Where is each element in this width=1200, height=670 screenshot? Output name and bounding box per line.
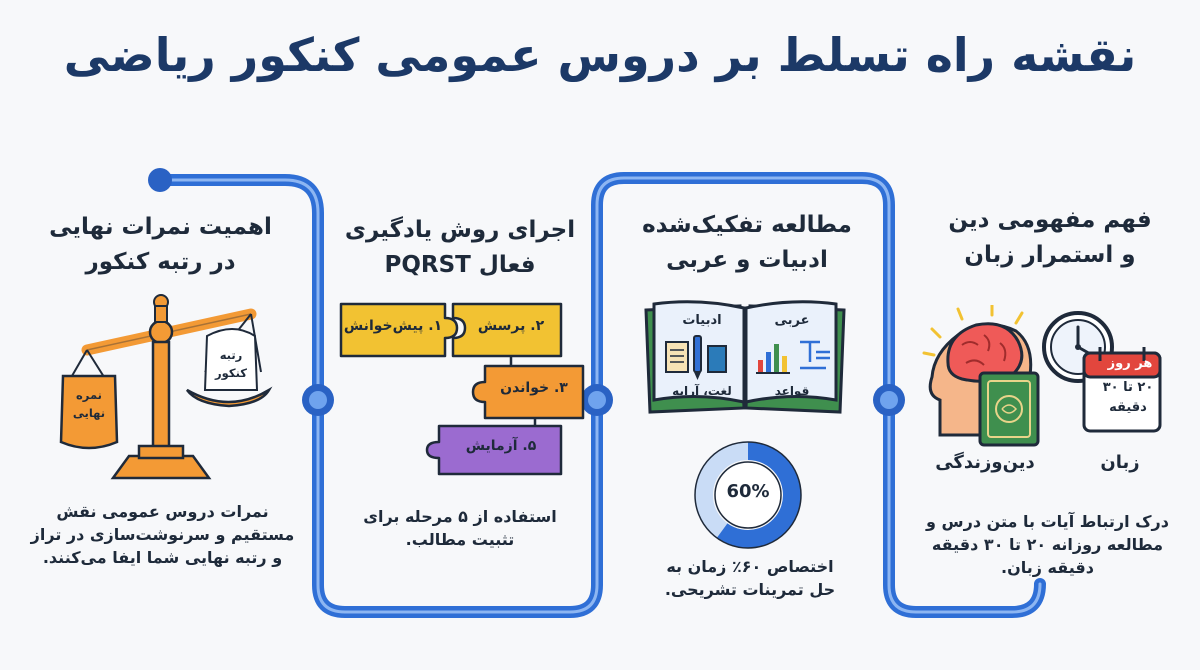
balance-scale-icon [59, 294, 273, 480]
puzzle-label-test: ۵. آزمایش [465, 438, 537, 454]
pqrst-puzzle [339, 302, 585, 476]
path-node-dot [581, 384, 613, 416]
scale-left-line2: نهایی [72, 406, 106, 420]
scroll-icon [665, 341, 689, 373]
book-right-bottom: قواعد [774, 384, 810, 398]
puzzle-piece-reading [471, 364, 585, 420]
path-start-dot [148, 168, 172, 192]
bar-chart-icon [756, 344, 790, 374]
book-left-title: ادبیات [682, 313, 722, 328]
book-right-title: عربی [774, 313, 810, 328]
puzzle-piece-question [451, 302, 563, 374]
scale-left-line1: نمره [76, 388, 102, 402]
path-node-dot [873, 384, 905, 416]
step4-description: نمرات دروس عمومی نقش مستقیم و سرنوشت‌ساز… [30, 502, 295, 567]
calendar-icon [1082, 347, 1162, 433]
puzzle-piece-test [425, 418, 563, 476]
step4-title: اهمیت نمرات نهایی در رتبه کنکور [49, 214, 272, 275]
step3-description: استفاده از ۵ مرحله برای تثبیت مطالب. [363, 507, 557, 549]
step1-description: درک ارتباط آیات با متن درس و مطالعه روزا… [926, 512, 1169, 577]
step1-illustration [922, 305, 1162, 447]
step2-title: مطالعه تفکیک‌شده ادبیات و عربی [642, 212, 852, 273]
calendar-line2: دقیقه [1109, 400, 1147, 415]
label-deen: دین‌وزندگی [935, 452, 1035, 473]
puzzle-label-question: ۲. پرسش [477, 318, 545, 334]
donut-label: 60% [726, 481, 770, 502]
donut-arc [716, 442, 801, 548]
label-zaban: زبان [1100, 452, 1140, 473]
step2-description: اختصاص ۶۰٪ زمان به حل تمرینات تشریحی. [664, 557, 836, 599]
open-book-icon [644, 300, 846, 414]
donut-chart [694, 441, 802, 549]
scale-right-line1: رتبه [219, 348, 243, 362]
calendar-line1: ۲۰ تا ۳۰ [1102, 380, 1154, 395]
puzzle-label-reading: ۳. خواندن [500, 380, 568, 396]
quran-book-icon [978, 371, 1040, 447]
scale-right-line2: کنکور [215, 366, 247, 380]
calendar-top-label: هر روز [1107, 356, 1153, 371]
puzzle-label-preview: ۱. پیش‌خوانش [343, 318, 443, 334]
page-title: نقشه راه تسلط بر دروس عمومی کنکور ریاضی [63, 28, 1137, 82]
pen-icon [693, 335, 702, 380]
text-icon [800, 340, 830, 370]
step3-title: اجرای روش یادگیری فعال PQRST [344, 217, 576, 278]
step1-title: فهم مفهومی دین و استمرار زبان [948, 207, 1152, 268]
path-node-dot [302, 384, 334, 416]
puzzle-piece-preview [339, 302, 459, 358]
book-left-bottom: لغت، آرایه [672, 384, 732, 398]
